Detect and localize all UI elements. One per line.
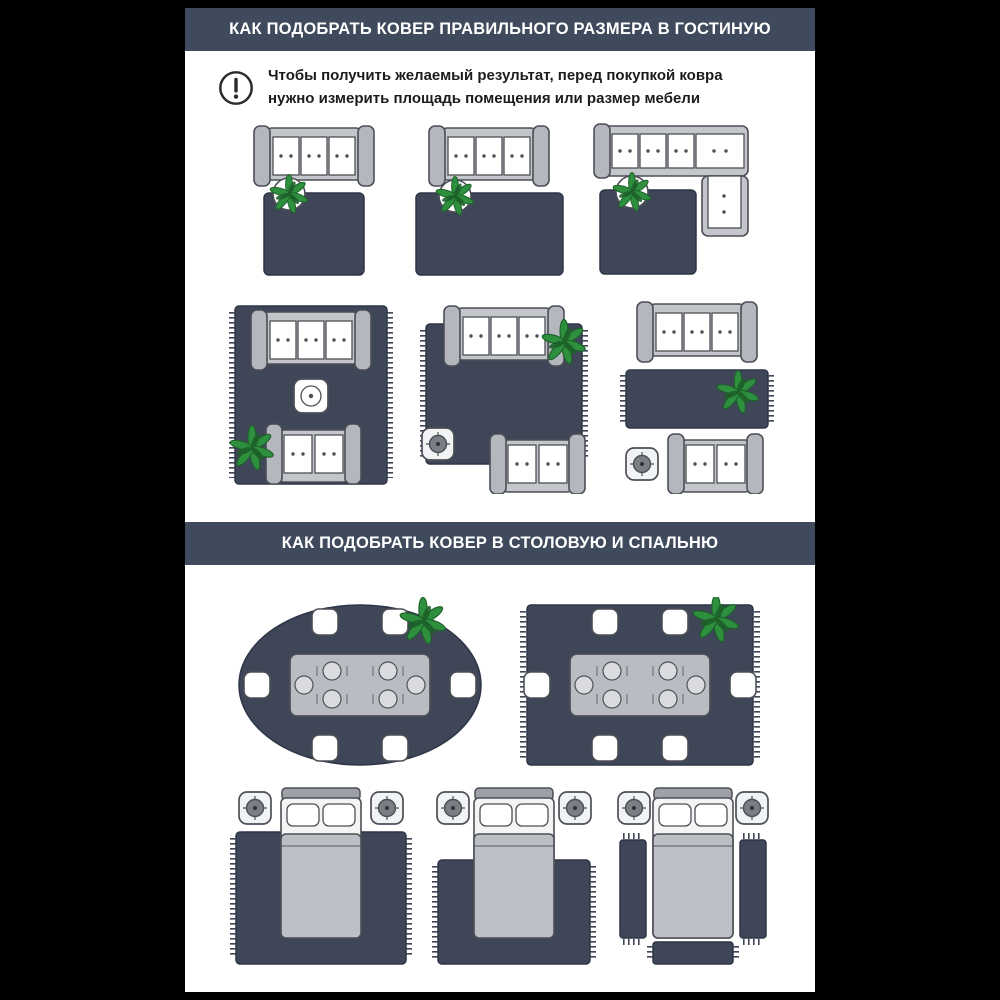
section-title-dining-bedroom: КАК ПОДОБРАТЬ КОВЕР В СТОЛОВУЮ И СПАЛЬНЮ [185, 522, 815, 565]
side-table-lamp-icon [625, 447, 659, 481]
diagram-sofa-with-rug-in-front [620, 301, 774, 494]
foot-rug [652, 941, 734, 965]
sofa-icon [250, 309, 372, 371]
bed-icon [652, 787, 734, 939]
sofa-icon [265, 423, 362, 485]
dining-table-icon [289, 653, 431, 717]
section-title-living-room: КАК ПОДОБРАТЬ КОВЕР ПРАВИЛЬНОГО РАЗМЕРА … [185, 8, 815, 51]
sofa-icon [667, 433, 764, 494]
rug [262, 192, 365, 276]
chair-icon [311, 734, 339, 762]
chair-icon [449, 671, 477, 699]
coffee-table-icon [293, 378, 329, 414]
runner-rug [619, 839, 647, 939]
warning-note: Чтобы получить желаемый результат, перед… [185, 51, 815, 116]
warning-text: Чтобы получить желаемый результат, перед… [268, 65, 723, 110]
rug [598, 189, 697, 275]
diagram-bed-full-rug [230, 787, 412, 965]
diagram-dining-table-oval-rug [238, 597, 482, 766]
chair-icon [523, 671, 551, 699]
living-room-diagrams-row-1 [185, 120, 815, 282]
chair-icon [591, 734, 619, 762]
nightstand-lamp-icon [735, 791, 769, 825]
chair-icon [661, 608, 689, 636]
diagram-bed-partial-rug [432, 787, 596, 965]
nightstand-lamp-icon [436, 791, 470, 825]
living-room-diagrams-row-2 [185, 296, 815, 494]
diagram-sofas-side-table-rug-partial [420, 305, 588, 494]
diagram-sofa-with-small-rug [252, 125, 375, 276]
diagram-corner-sofa-with-rug [592, 123, 749, 275]
chair-icon [243, 671, 271, 699]
nightstand-lamp-icon [370, 791, 404, 825]
nightstand-lamp-icon [558, 791, 592, 825]
dining-table-icon [569, 653, 711, 717]
sofa-icon [636, 301, 758, 363]
corner-sofa-icon [592, 123, 749, 237]
dining-diagrams-row [185, 597, 815, 772]
diagram-bed-side-runner-rugs [617, 787, 769, 965]
sofa-icon [252, 125, 375, 187]
bedroom-diagrams-row [185, 782, 815, 968]
chair-icon [311, 608, 339, 636]
diagram-two-sofas-large-rug [228, 305, 393, 485]
chair-icon [381, 734, 409, 762]
chair-icon [729, 671, 757, 699]
side-table-lamp-icon [421, 427, 455, 461]
nightstand-lamp-icon [238, 791, 272, 825]
sofa-icon [489, 433, 586, 494]
warning-line-2: нужно измерить площадь помещения или раз… [268, 89, 701, 107]
bed-icon [473, 787, 555, 939]
runner-rug [739, 839, 767, 939]
chair-icon [661, 734, 689, 762]
diagram-dining-table-rect-rug [520, 597, 760, 766]
warning-line-1: Чтобы получить желаемый результат, перед… [268, 67, 723, 84]
bed-icon [280, 787, 362, 939]
nightstand-lamp-icon [617, 791, 651, 825]
infographic-card: КАК ПОДОБРАТЬ КОВЕР ПРАВИЛЬНОГО РАЗМЕРА … [185, 8, 815, 992]
chair-icon [591, 608, 619, 636]
diagram-sofa-with-full-width-rug [414, 125, 564, 276]
rug [414, 192, 564, 276]
rug [625, 369, 769, 429]
exclamation-circle-icon [219, 70, 253, 105]
sofa-icon [427, 125, 550, 187]
